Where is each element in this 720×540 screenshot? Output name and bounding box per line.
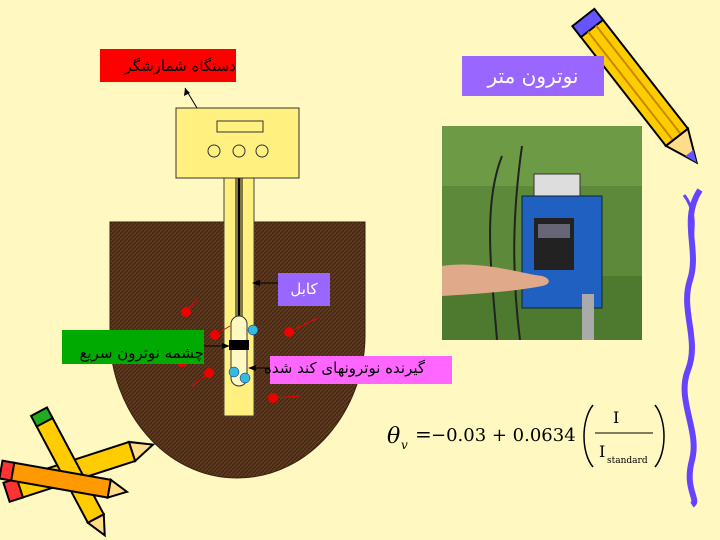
device-display bbox=[216, 120, 264, 133]
pencil-icon bbox=[570, 7, 699, 165]
crossed-pencils-icon bbox=[0, 406, 156, 538]
formula-numerator: I bbox=[613, 408, 619, 427]
formula-theta: θ bbox=[387, 424, 400, 449]
slow-neutron-detector-text: گیرنده نوترونهای کند شده bbox=[264, 359, 426, 377]
formula-right-paren bbox=[654, 404, 665, 468]
formula-denominator: I bbox=[599, 442, 605, 461]
device-knob bbox=[255, 144, 269, 158]
formula-left-paren bbox=[583, 404, 594, 468]
slow-neutron-detector-label: گیرنده نوترونهای کند شده bbox=[264, 356, 452, 384]
cable-label: کابل bbox=[278, 273, 330, 306]
counting-device-text: دستگاه شمارشگر bbox=[124, 57, 236, 75]
calibration-formula: θ v = −0.03 + 0.0634 I I standard bbox=[387, 404, 665, 468]
formula-denominator-subscript: standard bbox=[607, 456, 648, 466]
slow-neutrons bbox=[228, 324, 259, 384]
device-knob bbox=[232, 144, 246, 158]
neutron-meter-photo bbox=[442, 126, 642, 340]
formula-rhs-prefix: −0.03 + 0.0634 bbox=[431, 425, 576, 446]
counting-device-label: دستگاه شمارشگر bbox=[100, 49, 236, 82]
formula-theta-subscript: v bbox=[401, 438, 408, 452]
neutron-source-block bbox=[229, 340, 249, 350]
formula-equals: = bbox=[415, 422, 432, 446]
fast-neutron-source-label: چشمه نوترون سریع bbox=[62, 330, 204, 364]
page-title: نوترون متر bbox=[462, 56, 604, 96]
neutron-paths bbox=[185, 297, 319, 399]
device-knob bbox=[207, 144, 221, 158]
fast-neutron-source-text: چشمه نوترون سریع bbox=[79, 344, 204, 362]
counting-device bbox=[175, 107, 300, 179]
